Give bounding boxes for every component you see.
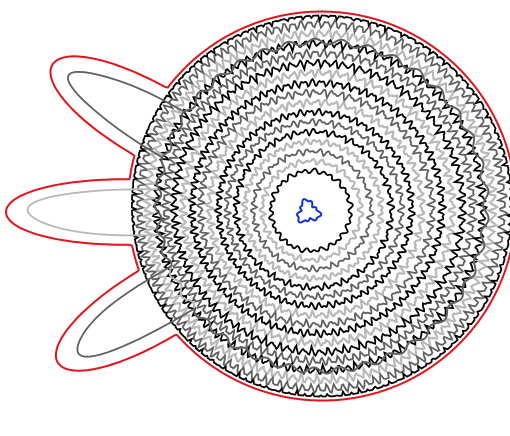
level-curve-1 <box>268 167 354 254</box>
level-curve-5 <box>232 127 395 291</box>
level-curve-8 <box>204 98 427 320</box>
level-curve-10 <box>186 77 448 339</box>
level-curve-15 <box>141 28 500 385</box>
level-curve-4 <box>240 137 385 283</box>
level-curve-12 <box>169 58 468 358</box>
level-curve-14 <box>150 38 488 376</box>
level-curve-16 <box>132 17 510 395</box>
level-curve-6 <box>223 117 406 301</box>
level-curve-13 <box>159 47 478 367</box>
level-curve-9 <box>195 88 437 329</box>
level-curve-7 <box>213 108 416 311</box>
outer-boundary-curve <box>5 10 510 402</box>
level-curves <box>26 14 510 398</box>
level-curve-17 <box>131 14 510 398</box>
level-curve-3 <box>249 148 375 273</box>
level-curve-11 <box>178 68 458 348</box>
lobe-echo-curve-3 <box>76 37 490 375</box>
level-curve-2 <box>258 158 365 264</box>
inner-core-curve <box>296 198 323 224</box>
